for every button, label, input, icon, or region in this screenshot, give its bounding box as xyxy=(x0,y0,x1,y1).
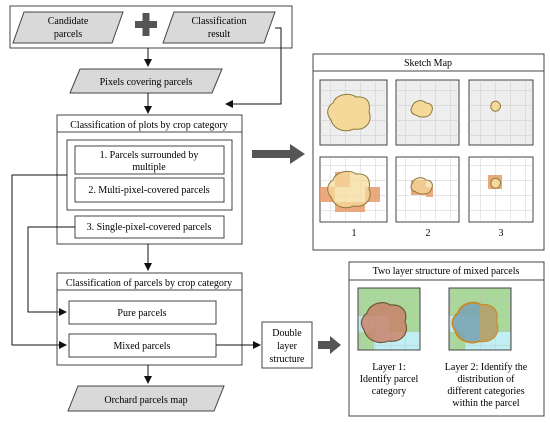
layer1-label-2: Identify parcel xyxy=(360,374,419,385)
parcel-classification-frame xyxy=(56,272,243,366)
pure-parcels-box xyxy=(68,300,217,325)
item1-label-1: 1. Parcels surrounded by xyxy=(100,150,199,161)
double-layer-label-3: structure xyxy=(270,354,306,365)
double-layer-box xyxy=(261,321,313,369)
orchard-map-label: Orchard parcels map xyxy=(104,395,187,406)
sketch-grid-3-bottom xyxy=(468,156,534,223)
sketch-label-1: 1 xyxy=(352,228,357,239)
two-layer-frame xyxy=(348,261,545,417)
sketch-label-3: 3 xyxy=(499,228,504,239)
item1-box xyxy=(74,145,225,175)
layer2-label-4: within the parcel xyxy=(452,398,519,409)
classification-result-label-1: Classification xyxy=(192,16,247,27)
connector-single-to-pure xyxy=(27,226,75,316)
candidate-parcels-label-2: parcels xyxy=(54,29,82,40)
layer1-label-1: Layer 1: xyxy=(372,362,406,373)
big-arrow-to-sketch xyxy=(252,144,305,164)
layer2-label-1: Layer 2: Identify the xyxy=(445,362,528,373)
arrow-double-to-two-layer xyxy=(318,336,341,354)
pixels-covering-parcels-label: Pixels covering parcels xyxy=(100,77,193,88)
layer1-image xyxy=(358,288,420,350)
candidate-parcels-node xyxy=(12,11,124,44)
connector-multi-to-mixed xyxy=(11,174,67,349)
double-layer-label-2: layer xyxy=(277,341,298,352)
item3-label: 3. Single-pixel-covered parcels xyxy=(87,222,212,233)
pixels-covering-parcels-node xyxy=(69,68,223,94)
layer2-label-3: different categories xyxy=(447,386,524,397)
layer2-label-2: distribution of xyxy=(458,374,516,385)
sketch-grid-3-top xyxy=(468,79,534,146)
layer1-label-3: category xyxy=(372,386,406,397)
sketch-grid-2-top xyxy=(395,79,460,146)
plot-classification-title: Classification of plots by crop category xyxy=(70,120,227,131)
layer2-image xyxy=(449,288,511,350)
orchard-map-node xyxy=(67,385,225,412)
classification-result-label-2: result xyxy=(208,29,230,40)
parcel-classification-title: Classification of parcels by crop catego… xyxy=(66,278,232,289)
sketch-label-2: 2 xyxy=(426,228,431,239)
sketch-grid-2-bottom xyxy=(395,156,460,223)
plus-icon xyxy=(135,13,157,36)
two-layer-title: Two layer structure of mixed parcels xyxy=(373,266,520,277)
classification-result-node xyxy=(162,11,276,44)
candidate-parcels-label-1: Candidate xyxy=(48,16,89,27)
item2-label: 2. Multi-pixel-covered parcels xyxy=(88,185,209,196)
connector-result-to-plots xyxy=(225,27,282,108)
mixed-parcels-label: Mixed parcels xyxy=(114,341,171,352)
sketch-map-frame xyxy=(312,53,545,251)
item1-label-2: multiple xyxy=(132,162,166,173)
sketch-grid-1-top xyxy=(319,79,388,146)
sketch-grid-1-bottom xyxy=(319,156,388,223)
double-layer-label-1: Double xyxy=(272,328,302,339)
pure-parcels-label: Pure parcels xyxy=(117,308,166,319)
input-frame xyxy=(9,5,293,49)
item2-box xyxy=(74,177,225,203)
sketch-map-title: Sketch Map xyxy=(404,58,452,69)
plot-classification-frame xyxy=(56,114,243,245)
